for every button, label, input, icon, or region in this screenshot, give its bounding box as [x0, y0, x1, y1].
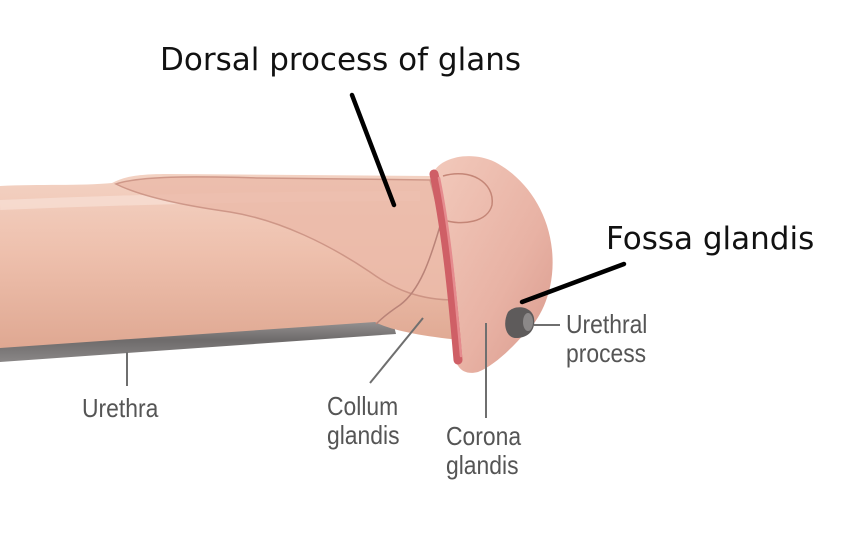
collum-glandis-leader	[369, 317, 424, 384]
fossa-glandis-label: Fossa glandis	[606, 221, 815, 257]
collum-glandis-label-line1: Collum	[327, 391, 399, 421]
collum-contour-line	[375, 225, 441, 325]
corona-glandis-label-line1: Corona	[446, 421, 522, 451]
corona-glandis-label: Corona glandis	[446, 421, 522, 481]
glans-dorsal-contour	[442, 173, 493, 224]
urethral-process-label-line2: process	[566, 338, 647, 369]
corona-ring	[429, 169, 463, 365]
collum-glandis-label: Collum glandis	[327, 391, 400, 451]
urethral-process-label: Urethral process	[566, 309, 648, 369]
dorsal-process-label: Dorsal process of glans	[160, 42, 521, 78]
dorsal-process-region	[114, 176, 456, 301]
corona-glandis-label-line2: glandis	[446, 450, 519, 481]
dorsal-process-leader	[349, 92, 397, 208]
urethral-process-label-line1: Urethral	[566, 309, 648, 339]
fossa-glandis-leader	[519, 261, 627, 305]
urethra-tube	[0, 318, 396, 362]
collum-glandis-label-line2: glandis	[327, 420, 400, 451]
corona-ring-highlight	[437, 176, 463, 358]
urethral-process-tip	[523, 313, 533, 331]
urethra-label: Urethra	[82, 393, 159, 423]
